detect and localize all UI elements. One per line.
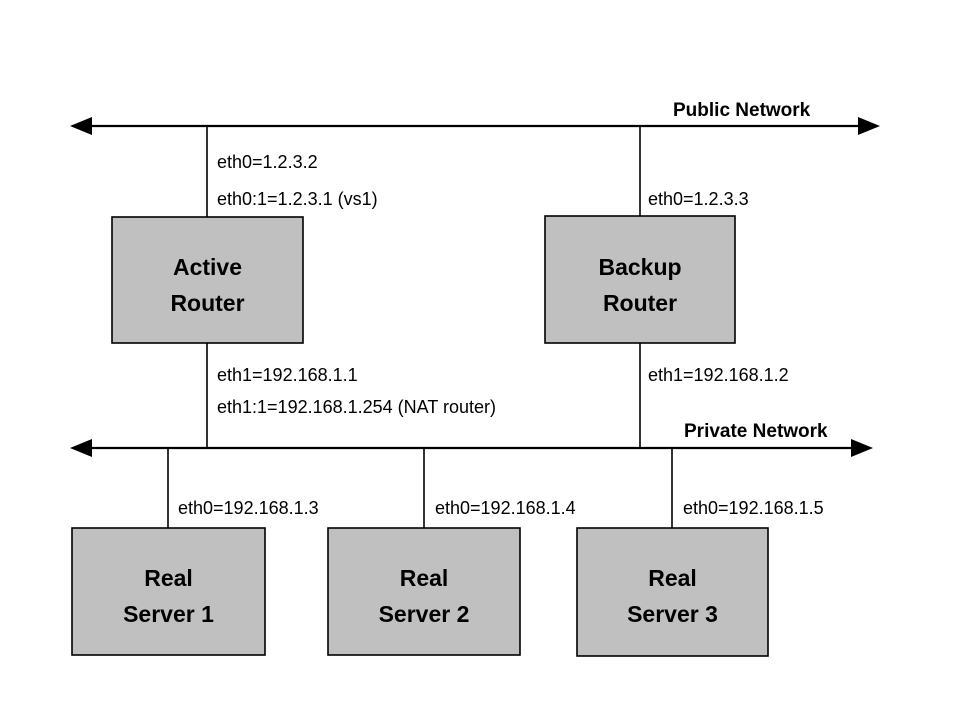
real-server-3-node: Real Server 3	[576, 527, 769, 657]
backup-router-label-line1: Backup	[598, 254, 681, 280]
real-server-1-node: Real Server 1	[71, 527, 266, 656]
real-server-1-label-line2: Server 1	[123, 601, 214, 627]
real-server-2-label-line1: Real	[400, 565, 449, 591]
real-server-3-box	[576, 527, 769, 657]
public-network-label: Public Network	[673, 100, 811, 121]
public-network-left-arrowhead	[70, 117, 92, 135]
private-network-bus: Private Network	[70, 421, 873, 457]
real-server-2-node: Real Server 2	[327, 527, 521, 656]
active-router-node: Active Router	[111, 216, 304, 344]
public-network-bus: Public Network	[70, 100, 880, 135]
real-server-1-box	[71, 527, 266, 656]
active-router-label-line2: Router	[170, 290, 244, 316]
active-router-private-iface-label-1: eth1=192.168.1.1	[217, 365, 358, 385]
active-router-private-iface-label-2: eth1:1=192.168.1.254 (NAT router)	[217, 397, 496, 417]
private-network-left-arrowhead	[70, 439, 92, 457]
active-router-public-iface-label-1: eth0=1.2.3.2	[217, 152, 318, 172]
backup-router-public-iface-label: eth0=1.2.3.3	[648, 189, 749, 209]
real-server-1-label-line1: Real	[144, 565, 193, 591]
real-server-2-iface-label: eth0=192.168.1.4	[435, 498, 576, 518]
real-server-1-iface-label: eth0=192.168.1.3	[178, 498, 319, 518]
active-router-box	[111, 216, 304, 344]
backup-router-private-iface-label: eth1=192.168.1.2	[648, 365, 789, 385]
private-network-right-arrowhead	[851, 439, 873, 457]
backup-router-box	[544, 215, 736, 344]
backup-router-node: Backup Router	[544, 215, 736, 344]
active-router-public-iface-label-2: eth0:1=1.2.3.1 (vs1)	[217, 189, 378, 209]
real-server-3-iface-label: eth0=192.168.1.5	[683, 498, 824, 518]
real-server-2-box	[327, 527, 521, 656]
private-network-label: Private Network	[684, 421, 828, 442]
real-server-3-label-line2: Server 3	[627, 601, 718, 627]
real-server-2-label-line2: Server 2	[379, 601, 470, 627]
public-network-right-arrowhead	[858, 117, 880, 135]
real-server-3-label-line1: Real	[648, 565, 697, 591]
backup-router-label-line2: Router	[603, 290, 677, 316]
active-router-label-line1: Active	[173, 254, 242, 280]
